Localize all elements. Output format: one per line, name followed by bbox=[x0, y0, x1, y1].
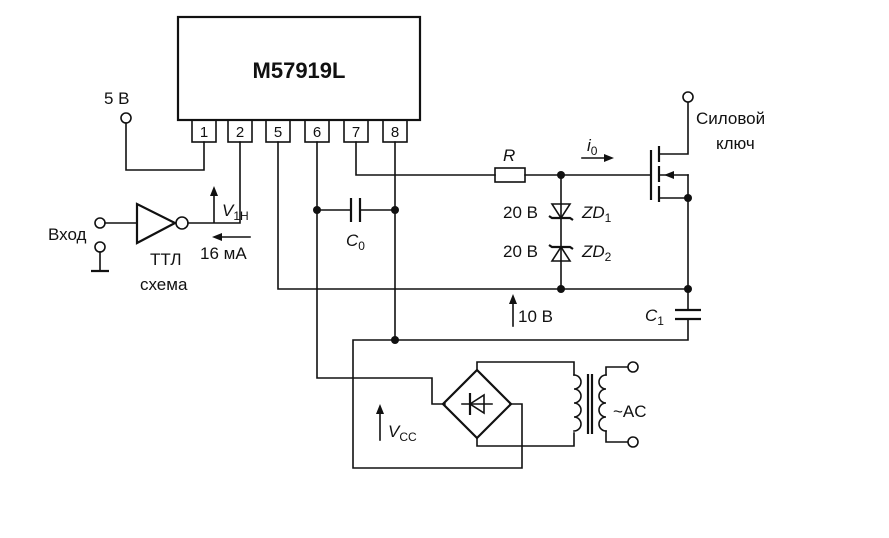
label-5v: 5 В bbox=[104, 89, 130, 108]
label-input: Вход bbox=[48, 225, 87, 244]
label-zd1-voltage: 20 В bbox=[503, 203, 538, 222]
pin-label-7: 7 bbox=[352, 124, 360, 141]
label-r: R bbox=[503, 146, 515, 165]
label-c1: C1 bbox=[645, 306, 664, 328]
label-zd2-voltage: 20 В bbox=[503, 242, 538, 261]
ic-name: M57919L bbox=[253, 58, 346, 83]
label-ttl: ТТЛ bbox=[150, 250, 182, 269]
ttl-inverter: ТТЛ схема bbox=[135, 141, 241, 294]
label-power-switch-key: ключ bbox=[716, 134, 755, 153]
current-i0-indicator: i0 bbox=[581, 136, 614, 162]
label-i0: i0 bbox=[587, 136, 598, 158]
terminal-input bbox=[94, 217, 106, 229]
label-ac: ~AC bbox=[613, 402, 647, 421]
pin-label-8: 8 bbox=[391, 124, 399, 141]
pin-label-5: 5 bbox=[274, 124, 282, 141]
transformer: ~AC bbox=[573, 361, 647, 448]
bridge-rectifier bbox=[441, 361, 575, 447]
supply-5v-net: 5 В bbox=[104, 89, 205, 171]
label-vcc: VCC bbox=[388, 422, 417, 444]
label-v1h: V1H bbox=[222, 201, 249, 223]
label-zd1: ZD1 bbox=[581, 203, 612, 225]
capacitor-c1: C1 bbox=[352, 285, 701, 469]
inverter-bubble bbox=[175, 216, 189, 230]
ic-body bbox=[176, 15, 422, 122]
terminal-ac-bottom bbox=[627, 436, 639, 448]
zd2-diode bbox=[550, 245, 572, 262]
capacitor-c0: C0 bbox=[313, 198, 399, 253]
label-16ma: 16 мА bbox=[200, 244, 247, 263]
pin-label-2: 2 bbox=[236, 124, 244, 141]
zd1-diode bbox=[550, 203, 572, 220]
pin-label-1: 1 bbox=[200, 124, 208, 141]
label-ttl-scheme: схема bbox=[140, 275, 188, 294]
ten-volt-indicator: 10 В bbox=[509, 294, 553, 327]
power-switch: Силовой ключ bbox=[649, 91, 765, 290]
inverter-triangle bbox=[135, 202, 178, 245]
label-power-switch: Силовой bbox=[696, 109, 765, 128]
terminal-drain bbox=[682, 91, 694, 103]
current-16ma-indicator: 16 мА bbox=[200, 233, 251, 263]
vcc-indicator: VCC bbox=[376, 404, 417, 444]
terminal-5v bbox=[120, 112, 132, 124]
terminal-ac-top bbox=[627, 361, 639, 373]
zener-diodes: 20 В ZD1 20 В ZD2 bbox=[503, 174, 612, 293]
resistor-r: R bbox=[494, 146, 651, 183]
label-10v: 10 В bbox=[518, 307, 553, 326]
pin-label-6: 6 bbox=[313, 124, 321, 141]
v1h-indicator: V1H bbox=[210, 186, 249, 223]
label-c0: C0 bbox=[346, 231, 365, 253]
ic-pins: 1 2 5 6 7 8 bbox=[191, 119, 408, 143]
input-net: Вход bbox=[48, 217, 138, 273]
label-zd2: ZD2 bbox=[581, 242, 612, 264]
terminal-input-ground bbox=[94, 241, 106, 253]
